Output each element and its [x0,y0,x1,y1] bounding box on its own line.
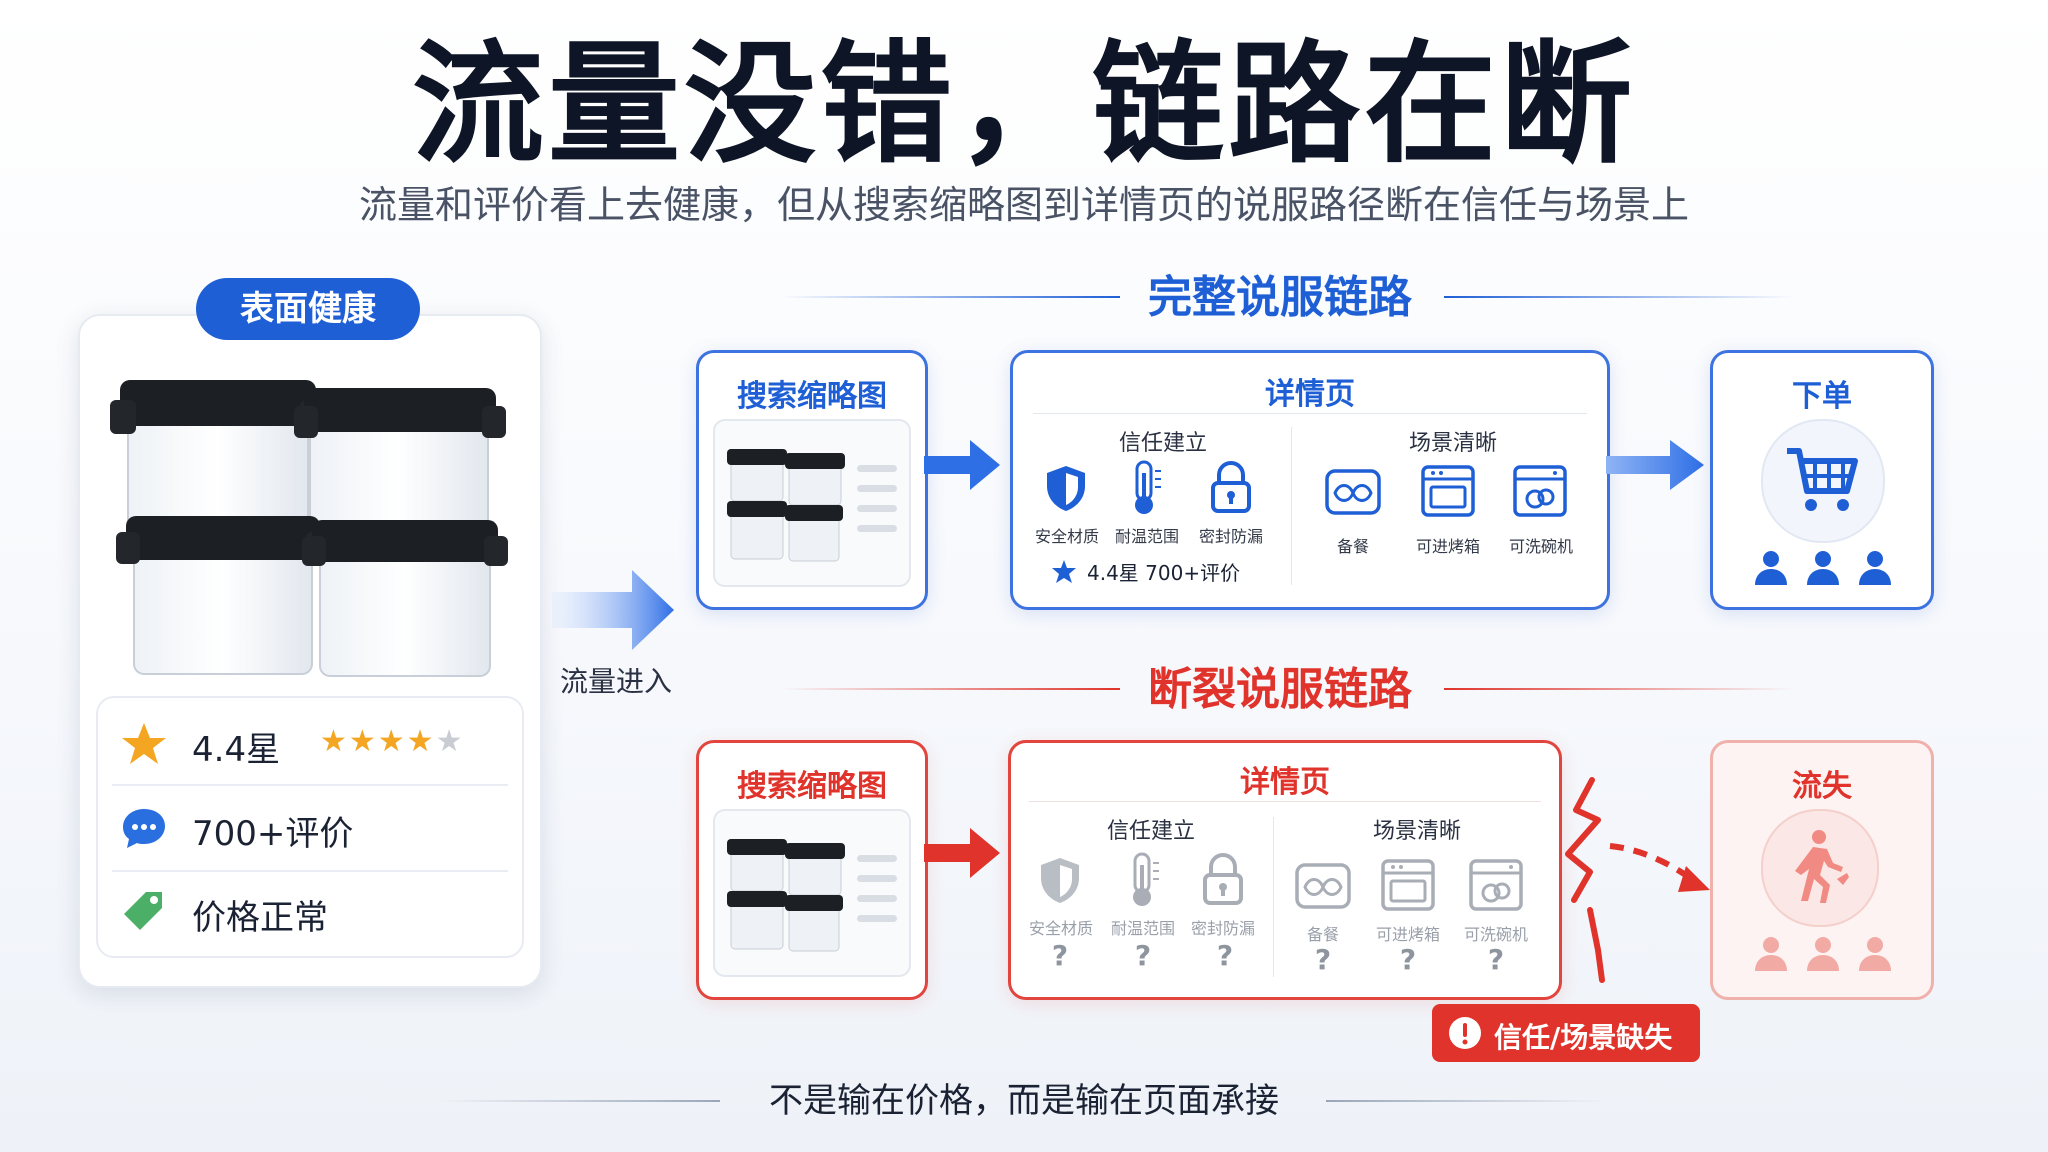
traffic-arrow [552,570,674,650]
rating-line: 4.4星 700+评价 [1087,561,1241,585]
flow-arrow-red [924,828,1000,878]
lock-icon [1203,853,1243,905]
page-subtitle: 流量和评价看上去健康，但从搜索缩略图到详情页的说服路径断在信任与场景上 [358,183,1689,227]
lock-icon [1211,461,1251,513]
loss-title: 流失 [1792,769,1852,804]
section-line-left [780,296,1120,298]
broken-search-box: 搜索缩略图 [696,740,928,1000]
flow-arrow-blue [924,440,1000,490]
missing-question-mark: ? [1216,939,1234,972]
missing-question-mark: ? [1314,943,1332,976]
price-tag-icon [124,892,162,930]
trust-item-label: 安全材质 [1034,527,1099,546]
scene-title: 场景清晰 [1372,819,1461,844]
divider [112,870,508,872]
thermometer-icon [1133,852,1159,906]
divider [1029,801,1541,802]
missing-alert-badge: 信任/场景缺失 [1432,1004,1700,1062]
container-front-left [116,516,330,675]
product-image [110,380,508,677]
scene-item-label: 备餐 [1306,925,1339,944]
section-line-right [1444,688,1794,690]
scene-title: 场景清晰 [1408,431,1497,456]
thumbnail-image [727,449,897,562]
broken-detail-box: 详情页 信任建立 场景清晰 安全材质 耐温范围 密封防漏 ? ? ? 备餐 可进… [1008,740,1562,1000]
divider [1033,413,1587,414]
footer-line-right [1326,1100,1606,1102]
shield-icon [1047,466,1085,511]
page-title: 流量没错，链路在断 [412,28,1636,182]
metrics-box: 4.4星 ★★★★★ 700+评价 价格正常 [96,696,524,958]
missing-question-mark: ? [1134,939,1152,972]
metric-rating: 4.4星 ★★★★★ [98,702,522,786]
scene-item-label: 可洗碗机 [1463,925,1528,944]
footer-line-left [440,1100,720,1102]
broken-search-title: 搜索缩略图 [737,769,887,804]
alert-icon [1449,1017,1481,1049]
container-front-right [302,520,508,677]
footer-conclusion: 不是输在价格，而是输在页面承接 [769,1081,1279,1121]
section-line-right [1444,296,1794,298]
walking-away-icon [1795,830,1849,903]
star-rating: ★★★★★ [320,724,465,759]
scene-item-label: 可洗碗机 [1508,537,1573,556]
surface-health-badge: 表面健康 [196,278,420,340]
complete-chain-title: 完整说服链路 [1148,272,1412,323]
traffic-label: 流量进入 [560,665,673,698]
metric-reviews: 700+评价 [98,786,522,870]
trust-item-label: 耐温范围 [1114,527,1179,546]
flow-arrow-blue [1606,440,1704,490]
container-back-right [294,388,506,537]
trust-item-label: 密封防漏 [1190,919,1255,938]
broken-chain-title: 断裂说服链路 [1148,664,1412,715]
order-box: 下单 [1710,350,1934,610]
dishwasher-icon [1513,465,1567,517]
meal-prep-icon [1295,863,1351,909]
shield-icon [1041,858,1079,903]
scene-item-label: 可进烤箱 [1415,537,1480,556]
complete-detail-title: 详情页 [1265,377,1355,412]
divider [112,784,508,786]
customers-icon [1755,551,1891,585]
metric-price: 价格正常 [98,870,522,954]
cart-circle [1761,419,1885,543]
trust-title: 信任建立 [1118,431,1207,456]
trust-item-label: 耐温范围 [1110,919,1175,938]
scene-item-label: 备餐 [1336,537,1369,556]
search-thumbnail [713,419,911,587]
missing-question-mark: ? [1487,943,1505,976]
lost-customers-icon [1755,937,1891,971]
complete-search-title: 搜索缩略图 [737,379,887,414]
divider [1291,427,1292,585]
thermometer-icon [1135,460,1161,514]
missing-question-mark: ? [1051,939,1069,972]
oven-icon [1421,465,1475,517]
search-thumbnail [713,809,911,977]
small-star-icon [1052,560,1076,583]
thumbnail-image [727,839,897,952]
section-line-left [780,688,1120,690]
order-title: 下单 [1792,379,1852,414]
chain-break-mark [1565,777,1710,983]
complete-detail-box: 详情页 信任建立 场景清晰 安全材质 耐温范围 密封防漏 4.4星 700+评价… [1010,350,1610,610]
broken-detail-title: 详情页 [1240,765,1330,800]
container-back-left [110,380,326,531]
star-icon [122,723,166,764]
chat-bubble-icon [123,809,165,848]
missing-question-mark: ? [1399,943,1417,976]
complete-search-box: 搜索缩略图 [696,350,928,610]
oven-icon [1381,859,1435,911]
scene-item-label: 可进烤箱 [1375,925,1440,944]
divider [1273,817,1274,977]
meal-prep-icon [1325,469,1381,515]
trust-item-label: 安全材质 [1028,919,1093,938]
trust-title: 信任建立 [1106,819,1195,844]
trust-item-label: 密封防漏 [1198,527,1263,546]
dishwasher-icon [1469,859,1523,911]
shopping-cart-icon [1787,448,1858,511]
loss-box: 流失 [1710,740,1934,1000]
